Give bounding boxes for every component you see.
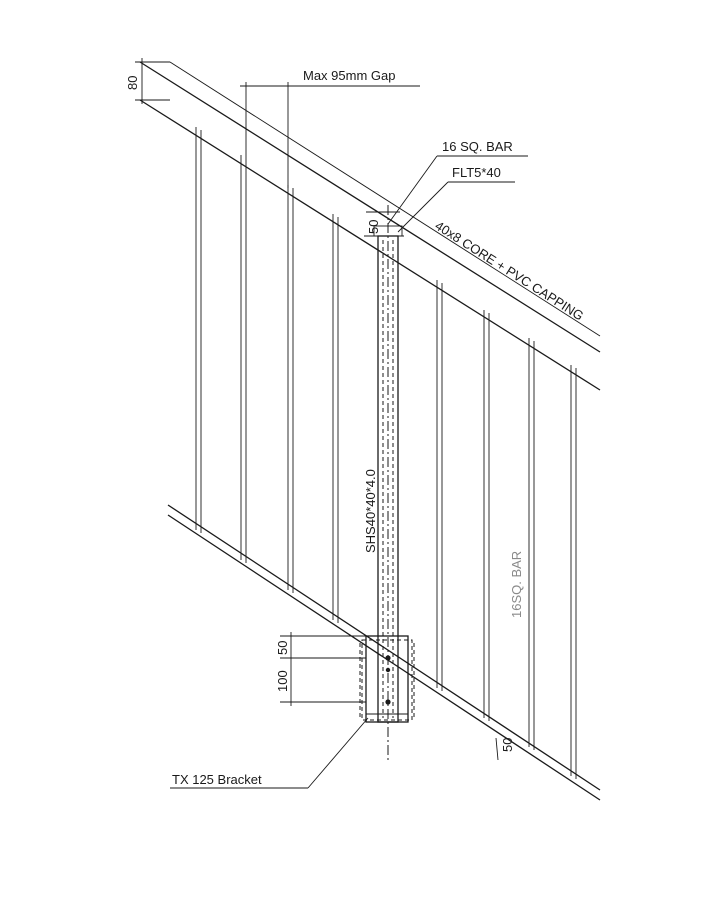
faded-bar-label: 16SQ. BAR bbox=[509, 551, 524, 618]
leader-sq-bar: 16 SQ. BAR bbox=[387, 139, 528, 225]
flt-label: FLT5*40 bbox=[452, 165, 501, 180]
balusters bbox=[195, 127, 577, 779]
dimension-max-gap: Max 95mm Gap bbox=[240, 68, 420, 188]
bottom-rail bbox=[167, 504, 601, 801]
bottom-dim-label: 50 bbox=[500, 738, 515, 752]
bracket bbox=[359, 635, 415, 723]
leader-flt: FLT5*40 bbox=[397, 165, 515, 233]
dimension-bottom-50: 50 bbox=[495, 738, 515, 761]
bolt-icon bbox=[385, 667, 391, 673]
post-label: SHS40*40*4.0 bbox=[363, 469, 378, 553]
dimension-80: 80 bbox=[125, 58, 170, 104]
leader-bracket: TX 125 Bracket bbox=[170, 717, 369, 789]
bracket-dim-50-label: 50 bbox=[275, 641, 290, 655]
max-gap-label: Max 95mm Gap bbox=[303, 68, 395, 83]
bolt-icon bbox=[385, 655, 391, 661]
post-top-dim-label: 50 bbox=[366, 220, 381, 234]
dimension-post-top-50: 50 bbox=[366, 211, 400, 237]
bracket-dim-100-label: 100 bbox=[275, 670, 290, 692]
post bbox=[377, 205, 399, 760]
top-rail-label: 40x8 CORE + PVC CAPPING bbox=[432, 218, 586, 324]
dim-80-label: 80 bbox=[125, 76, 140, 90]
dimension-bracket: 50 100 bbox=[275, 632, 366, 706]
bracket-label: TX 125 Bracket bbox=[172, 772, 262, 787]
sq-bar-label: 16 SQ. BAR bbox=[442, 139, 513, 154]
bolt-icon bbox=[385, 699, 391, 705]
top-rail bbox=[139, 61, 601, 391]
